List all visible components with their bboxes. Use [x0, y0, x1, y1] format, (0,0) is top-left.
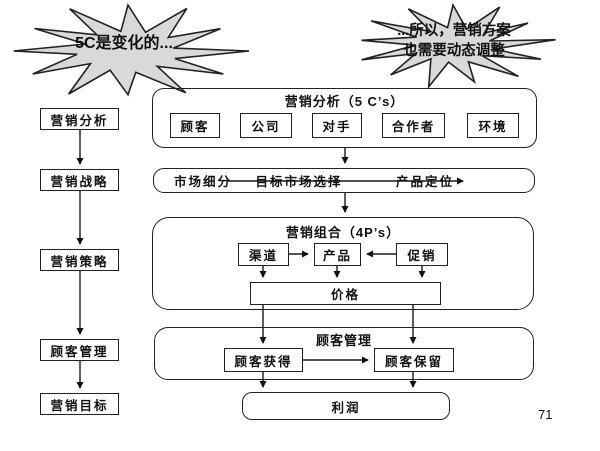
- section-customer-mgmt: [154, 327, 534, 380]
- box-environment: 环境: [467, 113, 519, 138]
- box-product: 产品: [314, 243, 361, 266]
- flow-box-label: 顾客管理: [50, 344, 109, 359]
- starburst-callout-left: 5C是变化的...: [64, 34, 184, 54]
- box-profit: 利润: [242, 392, 450, 420]
- box-label: 环境: [478, 120, 508, 134]
- callout-left-text: 5C是变化的...: [75, 35, 173, 52]
- box-label: 顾客: [180, 120, 210, 134]
- flow-box-customer-management: 顾客管理: [40, 339, 119, 361]
- connector-arrows: [76, 130, 464, 389]
- section-stp: [153, 168, 535, 193]
- box-label: 渠道: [248, 249, 278, 263]
- page-number: 71: [538, 407, 553, 422]
- starburst-shape-right: [361, 2, 556, 90]
- box-label: 产品: [322, 249, 352, 263]
- flow-box-marketing-tactics: 营销策略: [40, 249, 119, 271]
- box-customer-acquisition: 顾客获得: [224, 348, 303, 372]
- box-price: 价格: [250, 282, 441, 305]
- box-label: 对手: [322, 120, 352, 134]
- section-4ps-title: 营销组合（4P’s）: [285, 225, 401, 240]
- label-segmentation: 市场细分: [173, 175, 232, 189]
- flow-box-marketing-analysis: 营销分析: [40, 108, 119, 130]
- box-collaborator: 合作者: [382, 113, 445, 138]
- section-5cs: [152, 88, 537, 148]
- box-company: 公司: [240, 113, 292, 138]
- section-customer-mgmt-title: 顾客管理: [315, 333, 372, 348]
- box-customer-retention: 顾客保留: [374, 348, 454, 372]
- section-4ps: [152, 217, 534, 310]
- box-label: 价格: [330, 288, 360, 302]
- flow-box-label: 营销战略: [50, 174, 109, 189]
- box-label: 合作者: [391, 120, 436, 134]
- starburst-callout-right: ...所以，营销方案 也需要动态调整: [378, 21, 530, 61]
- box-promotion: 促销: [396, 243, 448, 266]
- box-label: 顾客保留: [384, 354, 443, 369]
- callout-right-line2: 也需要动态调整: [403, 43, 505, 59]
- starburst-shape-left: [13, 3, 250, 97]
- box-label: 公司: [251, 120, 281, 134]
- label-targeting: 目标市场选择: [255, 175, 343, 189]
- box-label: 顾客获得: [234, 354, 293, 369]
- flow-box-marketing-strategy: 营销战略: [40, 169, 119, 191]
- section-5cs-title: 营销分析（5 C’s）: [284, 94, 405, 109]
- box-place-channel: 渠道: [238, 243, 289, 266]
- label-positioning: 产品定位: [395, 175, 454, 189]
- box-label: 促销: [407, 249, 437, 263]
- box-customer: 顾客: [170, 113, 220, 138]
- callout-right-line1: ...所以，营销方案: [397, 23, 511, 39]
- flow-box-label: 营销目标: [50, 398, 109, 413]
- flow-box-marketing-goal: 营销目标: [40, 393, 119, 415]
- flow-box-label: 营销策略: [50, 254, 109, 269]
- box-label: 利润: [331, 400, 361, 415]
- flow-box-label: 营销分析: [50, 113, 109, 128]
- box-competitor: 对手: [312, 113, 362, 138]
